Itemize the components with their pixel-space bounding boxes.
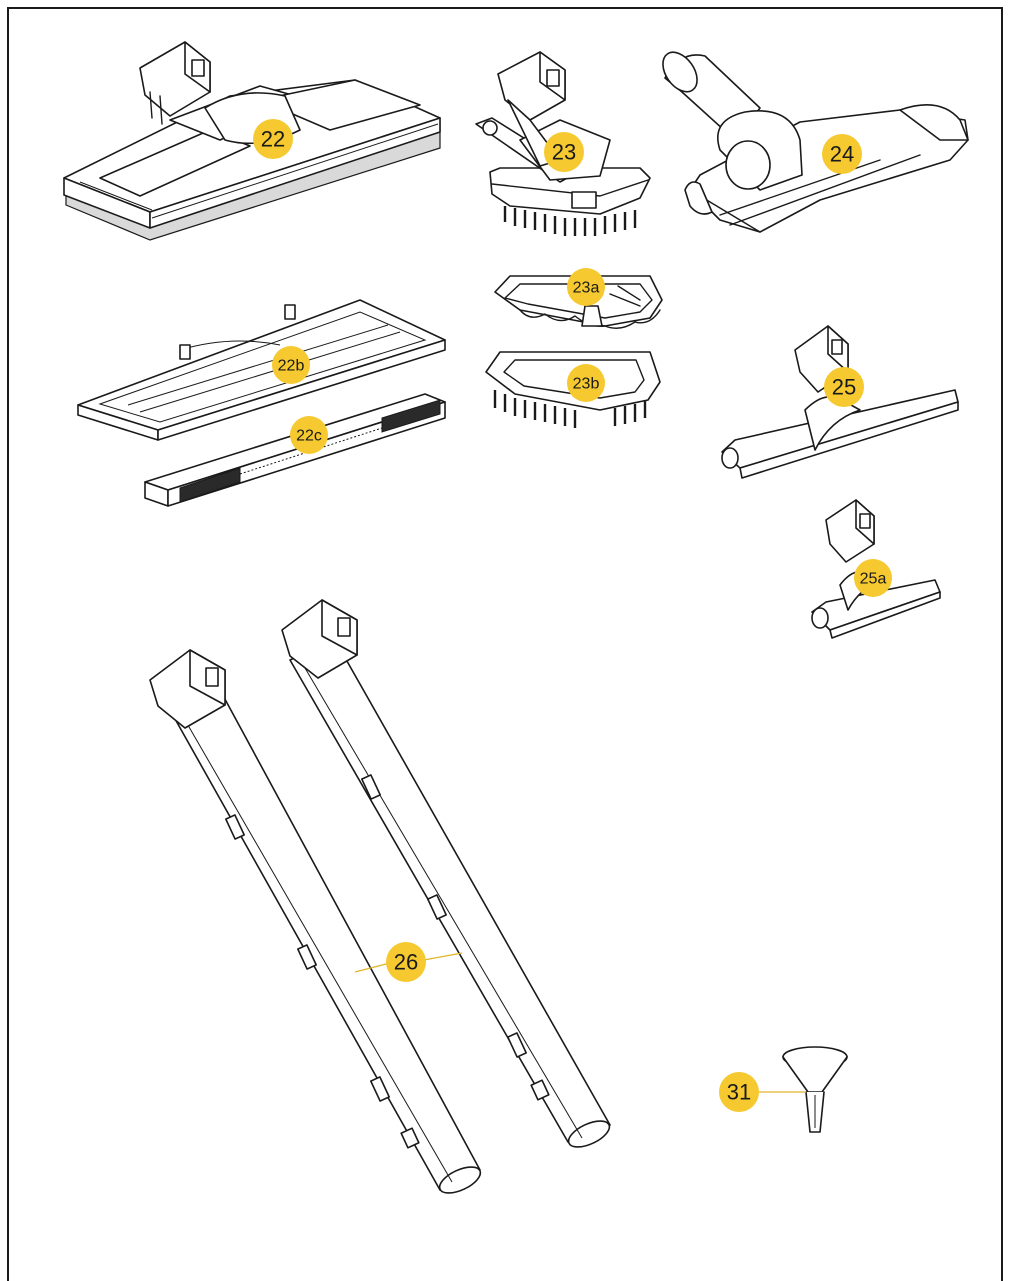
badge-23a-circle <box>567 268 605 306</box>
badge-22-circle <box>253 119 293 159</box>
leader-26-right <box>423 952 463 961</box>
badge-23-circle <box>544 132 584 172</box>
badge-22b-circle <box>272 346 310 384</box>
window-squeegee-small-drawing <box>811 499 941 639</box>
triangle-brush-bristles <box>503 206 637 236</box>
triangle-brush-insert-bristles <box>493 390 647 428</box>
badge-23-label: 23 <box>552 140 576 165</box>
floor-tool-brush-strip-drawing <box>144 393 446 507</box>
badge-23b-circle <box>567 364 605 402</box>
badge-26-circle <box>386 942 426 982</box>
badge-23b-label: 23b <box>573 376 600 393</box>
badge-24: 24 <box>822 134 862 174</box>
badge-25: 25 <box>824 367 864 407</box>
badge-23a: 23a <box>567 268 605 306</box>
badge-22: 22 <box>253 119 293 159</box>
badge-23a-label: 23a <box>573 280 600 297</box>
floor-tool-drawing <box>63 41 441 241</box>
badge-25a-label: 25a <box>860 571 887 588</box>
badge-25a-circle <box>854 559 892 597</box>
badge-22b: 22b <box>272 346 310 384</box>
badge-22-label: 22 <box>261 127 285 152</box>
funnel-drawing <box>782 1046 848 1133</box>
badge-25-circle <box>824 367 864 407</box>
upholstery-tool-drawing <box>662 51 969 233</box>
badge-31-label: 31 <box>727 1080 751 1105</box>
badge-31-circle <box>719 1072 759 1112</box>
badge-22c-label: 22c <box>296 428 322 445</box>
extension-tube-left-drawing <box>149 649 482 1194</box>
badge-26-label: 26 <box>394 950 418 975</box>
badge-24-label: 24 <box>830 142 854 167</box>
floor-tool-frame-drawing <box>77 299 446 441</box>
badge-22c-circle <box>290 416 328 454</box>
extension-tube-right-drawing <box>281 599 611 1148</box>
badge-24-circle <box>822 134 862 174</box>
badge-23b: 23b <box>567 364 605 402</box>
leader-26-left <box>354 962 391 973</box>
badge-25a: 25a <box>854 559 892 597</box>
badge-23: 23 <box>544 132 584 172</box>
badge-22c: 22c <box>290 416 328 454</box>
window-squeegee-large-drawing <box>721 325 959 479</box>
brush-strip-bristles <box>239 427 383 475</box>
badge-26: 26 <box>386 942 426 982</box>
frame-border <box>7 7 1003 1281</box>
badge-25-label: 25 <box>832 375 856 400</box>
badge-31: 31 <box>719 1072 759 1112</box>
badge-22b-label: 22b <box>278 358 305 375</box>
